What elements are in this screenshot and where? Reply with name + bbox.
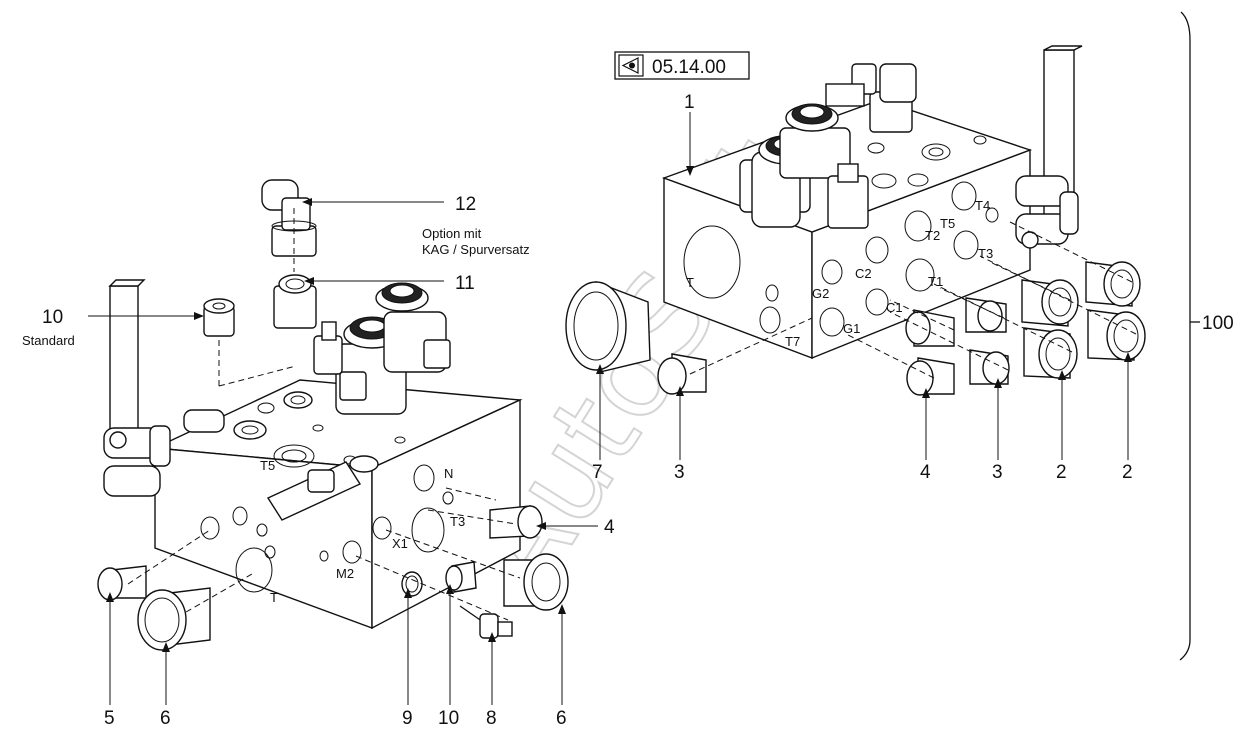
- fitting-5: [97, 565, 147, 601]
- port-mark: T7: [785, 334, 800, 349]
- callout-8[interactable]: 8: [486, 708, 497, 729]
- right-valve-block: T G1 C1 T1 C2 G2 T2 T3 T4 T5 T7: [661, 45, 1083, 360]
- reference-box[interactable]: 05.14.00: [614, 51, 750, 80]
- fitting-2-b: [1087, 309, 1146, 361]
- fitting-12: [261, 179, 317, 257]
- fitting-11: [273, 274, 317, 329]
- callout-11[interactable]: 11: [455, 273, 475, 294]
- fitting-4-right: [906, 357, 955, 396]
- callout-4-right[interactable]: 4: [920, 462, 931, 483]
- port-mark: M2: [336, 566, 354, 581]
- port-mark: C2: [855, 266, 872, 281]
- handle-lever: [103, 279, 171, 497]
- option-note-line2: KAG / Spurversatz: [422, 242, 530, 257]
- port-mark: T5: [940, 216, 955, 231]
- reference-code: 05.14.00: [652, 57, 726, 78]
- fitting-3-right-upper: [965, 297, 1007, 333]
- plug-10-standard: [203, 298, 235, 337]
- fitting-2-a: [1023, 327, 1078, 379]
- callout-6-b[interactable]: 6: [556, 708, 567, 729]
- callout-1[interactable]: 1: [684, 92, 695, 113]
- callout-2-a[interactable]: 2: [1056, 462, 1067, 483]
- fitting-6-right: [503, 553, 569, 611]
- fitting-3-right: [969, 349, 1010, 385]
- port-mark: T5: [260, 458, 275, 473]
- callout-12[interactable]: 12: [455, 194, 476, 215]
- callout-4-left[interactable]: 4: [604, 517, 615, 538]
- seal-ring-9: [401, 571, 423, 597]
- port-mark: T: [686, 275, 694, 290]
- callout-3-a[interactable]: 3: [674, 462, 685, 483]
- leader-lines: [88, 112, 1132, 705]
- handle-lever: [1015, 45, 1083, 249]
- fitting-6-left: [137, 587, 211, 651]
- callout-7[interactable]: 7: [592, 462, 603, 483]
- solenoid-coil: [779, 103, 851, 179]
- port-mark: T1: [928, 274, 943, 289]
- fitting-4-left: [489, 505, 543, 539]
- port-mark: G1: [843, 321, 860, 336]
- fitting-large-7: [565, 280, 651, 373]
- port-mark: T3: [978, 246, 993, 261]
- callout-10-standard[interactable]: 10: [42, 307, 63, 328]
- sensor-8: [459, 605, 513, 639]
- callout-3-b[interactable]: 3: [992, 462, 1003, 483]
- left-valve-block: T T3 X1 M2 N T5: [103, 279, 523, 630]
- callout-5[interactable]: 5: [104, 708, 115, 729]
- fitting-2-b-upper: [1085, 261, 1141, 307]
- port-mark: X1: [392, 536, 408, 551]
- fitting-4-right-upper: [905, 309, 955, 347]
- fitting-2-a-upper: [1021, 279, 1079, 327]
- port-mark: G2: [812, 286, 829, 301]
- assembly-bracket: 100: [1179, 11, 1234, 661]
- callout-10[interactable]: 10: [438, 708, 459, 729]
- callout-6-a[interactable]: 6: [160, 708, 171, 729]
- fitting-3: [657, 353, 707, 395]
- callout-2-b[interactable]: 2: [1122, 462, 1133, 483]
- callout-9[interactable]: 9: [402, 708, 413, 729]
- port-mark: T3: [450, 514, 465, 529]
- port-mark: N: [444, 466, 453, 481]
- view-icon: [618, 54, 644, 77]
- standard-note: Standard: [22, 333, 75, 348]
- solenoid-coil: [375, 282, 451, 373]
- option-note-line1: Option mit: [422, 226, 482, 241]
- plug-10: [445, 561, 477, 593]
- port-mark: T4: [975, 198, 990, 213]
- port-mark: T2: [925, 228, 940, 243]
- port-mark: T: [270, 590, 278, 605]
- assembly-number: 100: [1202, 313, 1234, 334]
